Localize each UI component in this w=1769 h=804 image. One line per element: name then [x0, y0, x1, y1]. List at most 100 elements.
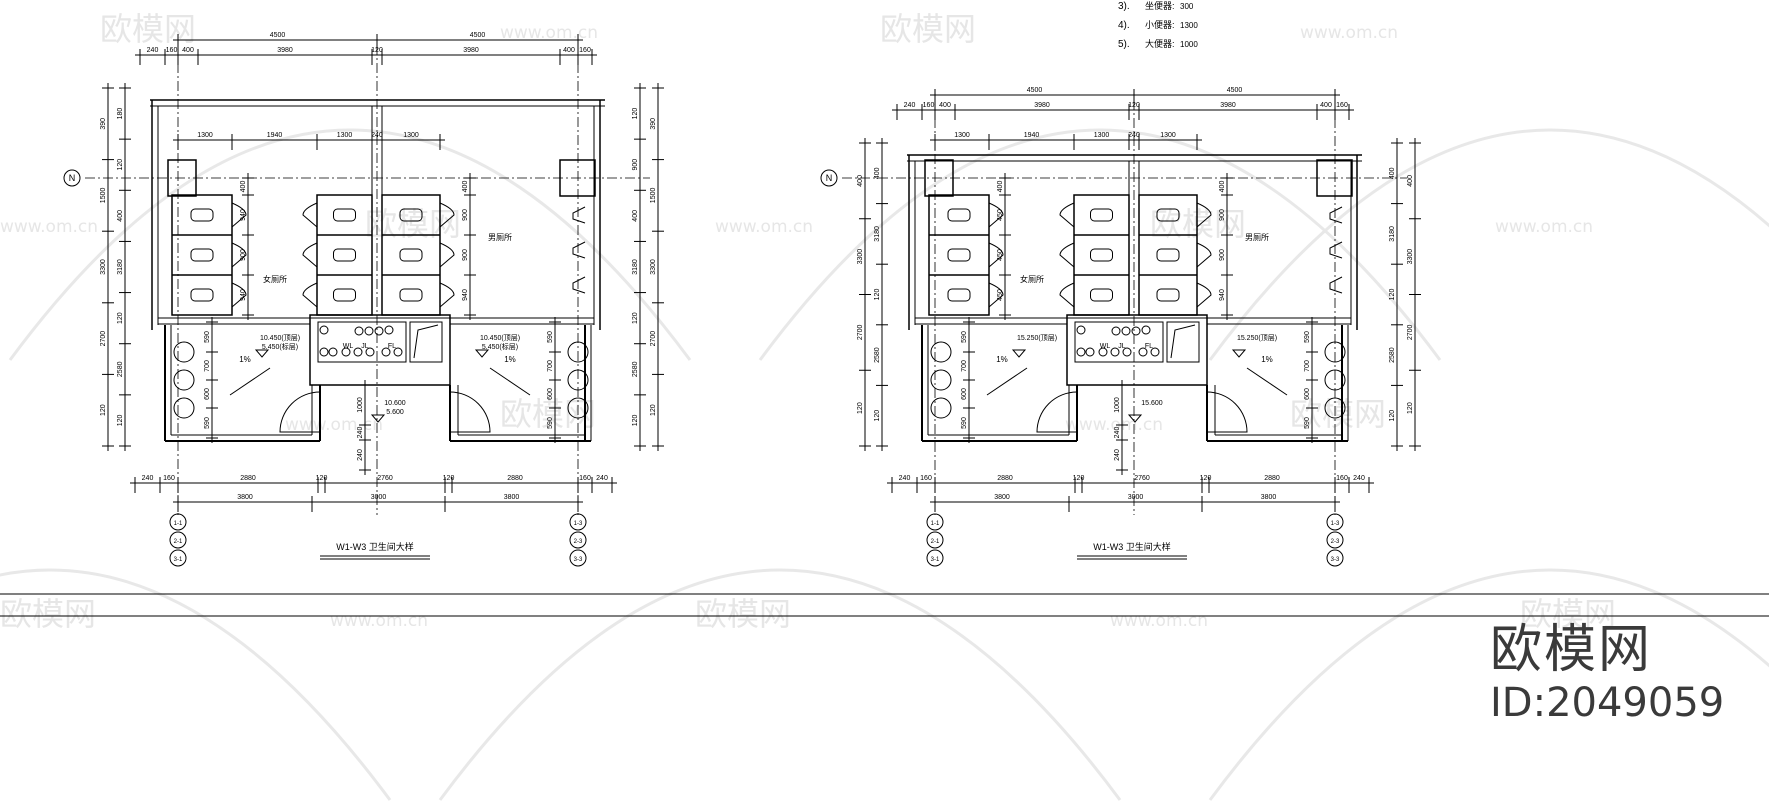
stall-door-swing: [231, 242, 247, 268]
stall-door-swing: [439, 202, 455, 228]
right-inner-dim: 400: [1389, 167, 1396, 179]
stall-dim: 940: [1219, 289, 1226, 301]
watermark-brand-text: 欧模网: [1150, 205, 1246, 243]
axis-bubble: [169, 513, 187, 531]
watermark-arc: [438, 568, 1122, 801]
slope-label: 1%: [1261, 355, 1273, 364]
top-segment-dim: 120: [1128, 102, 1140, 109]
wash-dim: 600: [1304, 388, 1311, 400]
stall-door-swing: [1196, 282, 1212, 308]
pipe-icon: [1121, 326, 1131, 336]
drawing-title: W1-W3 卫生间大样: [336, 541, 414, 552]
watermark-site-text: www.om.cn: [0, 217, 98, 237]
watermark-brand-text: 欧模网: [365, 205, 461, 243]
shaft: [1316, 159, 1353, 197]
axis-bubble: [169, 549, 187, 567]
note-value: 300: [1180, 2, 1194, 11]
bottom-segment-dim: 120: [1073, 475, 1085, 482]
watermark-brand-text: 欧模网: [1520, 595, 1616, 633]
elevation-label: 5.600: [386, 409, 404, 416]
bottom-segment-dim: 120: [316, 475, 328, 482]
toilet-icon: [399, 288, 423, 302]
left-outer-dim: 2700: [100, 331, 107, 347]
entry-dim: 240: [357, 427, 364, 439]
left-inner-dim: 2580: [117, 361, 124, 377]
left-outer-dim: 3300: [857, 249, 864, 265]
urinal-icon: [1329, 241, 1343, 259]
watermark-brand-text: 欧模网: [0, 595, 96, 633]
right-outer-dim: 390: [650, 118, 657, 130]
left-inner-dim: 400: [874, 167, 881, 179]
right-inner-dim: 2580: [1389, 347, 1396, 363]
wash-dim: 600: [547, 388, 554, 400]
toilet-icon: [947, 208, 971, 222]
right-inner-dim: 3180: [632, 259, 639, 275]
stall-door-swing: [988, 242, 1004, 268]
watermark-site-text: www.om.cn: [1065, 415, 1163, 435]
elevation-marker: [1231, 349, 1247, 358]
elevation-label: 5.450(标层): [482, 342, 518, 351]
elevation-marker: [370, 414, 386, 423]
left-inner-dim: 120: [117, 414, 124, 426]
urinal-icon: [572, 276, 586, 294]
right-outer-dim: 1500: [650, 188, 657, 204]
top-segment-dim: 160: [1336, 102, 1348, 109]
washbasin-icon: [567, 341, 589, 363]
stall-door-swing: [302, 202, 318, 228]
stall-dim: 400: [462, 181, 469, 193]
pipe-shaft-block: [1066, 314, 1208, 386]
top-segment-dim: 400: [182, 47, 194, 54]
wash-dim: 590: [961, 417, 968, 429]
elevation-marker: [474, 349, 490, 358]
watermark-id: ID:2049059: [1490, 680, 1725, 726]
stall-dim: 940: [240, 289, 247, 301]
axis-bubble: [1326, 549, 1344, 567]
toilet-icon: [399, 248, 423, 262]
wash-dim: 700: [547, 360, 554, 372]
stall-door-swing: [1059, 242, 1075, 268]
pipe-icon: [1138, 347, 1148, 357]
top-total-dim: 4500: [270, 32, 286, 39]
stall-door-swing: [988, 282, 1004, 308]
axis-bubble-label: 3-1: [174, 557, 183, 563]
pipe-icon: [1122, 347, 1132, 357]
stall-door-swing: [1059, 202, 1075, 228]
pipe-shaft: [317, 321, 407, 363]
toilet-icon: [1090, 208, 1113, 222]
entry-dim: 240: [1114, 449, 1121, 461]
duct: [1166, 321, 1200, 363]
washbasin-icon: [930, 369, 952, 391]
axis-bubble: [569, 549, 587, 567]
elevation-marker: [1011, 349, 1027, 358]
left-inner-dim: 120: [117, 159, 124, 171]
bottom-total-dim: 3800: [994, 494, 1010, 501]
elevation-label: 5.450(标层): [262, 342, 298, 351]
pipe-label-jl: JL: [361, 343, 369, 350]
bottom-total-dim: 3800: [1261, 494, 1277, 501]
bottom-segment-dim: 120: [443, 475, 455, 482]
bottom-segment-dim: 2880: [240, 475, 256, 482]
interior-dim: 1300: [403, 132, 419, 139]
bottom-segment-dim: 240: [142, 475, 154, 482]
stall-dim: 940: [240, 209, 247, 221]
pipe-icon: [1076, 325, 1086, 335]
pipe-shaft-block: [309, 314, 451, 386]
toilet-icon: [399, 208, 423, 222]
right-inner-dim: 400: [632, 210, 639, 222]
left-outer-dim: 3300: [100, 259, 107, 275]
note-label: 坐便器:: [1145, 0, 1175, 11]
pipe-label-wl: WL: [343, 343, 354, 350]
wash-dim: 700: [204, 360, 211, 372]
stall-dim: 900: [1219, 209, 1226, 221]
right-outer-dim: 120: [650, 404, 657, 416]
stall-dim: 400: [997, 181, 1004, 193]
wash-dim: 600: [961, 388, 968, 400]
axis-bubble: [1326, 531, 1344, 549]
bottom-segment-dim: 160: [579, 475, 591, 482]
axis-bubble-label: 3-3: [574, 557, 583, 563]
bottom-segment-dim: 240: [1353, 475, 1365, 482]
watermark-brand-text: 欧模网: [880, 10, 976, 48]
interior-dim: 1300: [197, 132, 213, 139]
left-inner-dim: 3180: [874, 226, 881, 242]
